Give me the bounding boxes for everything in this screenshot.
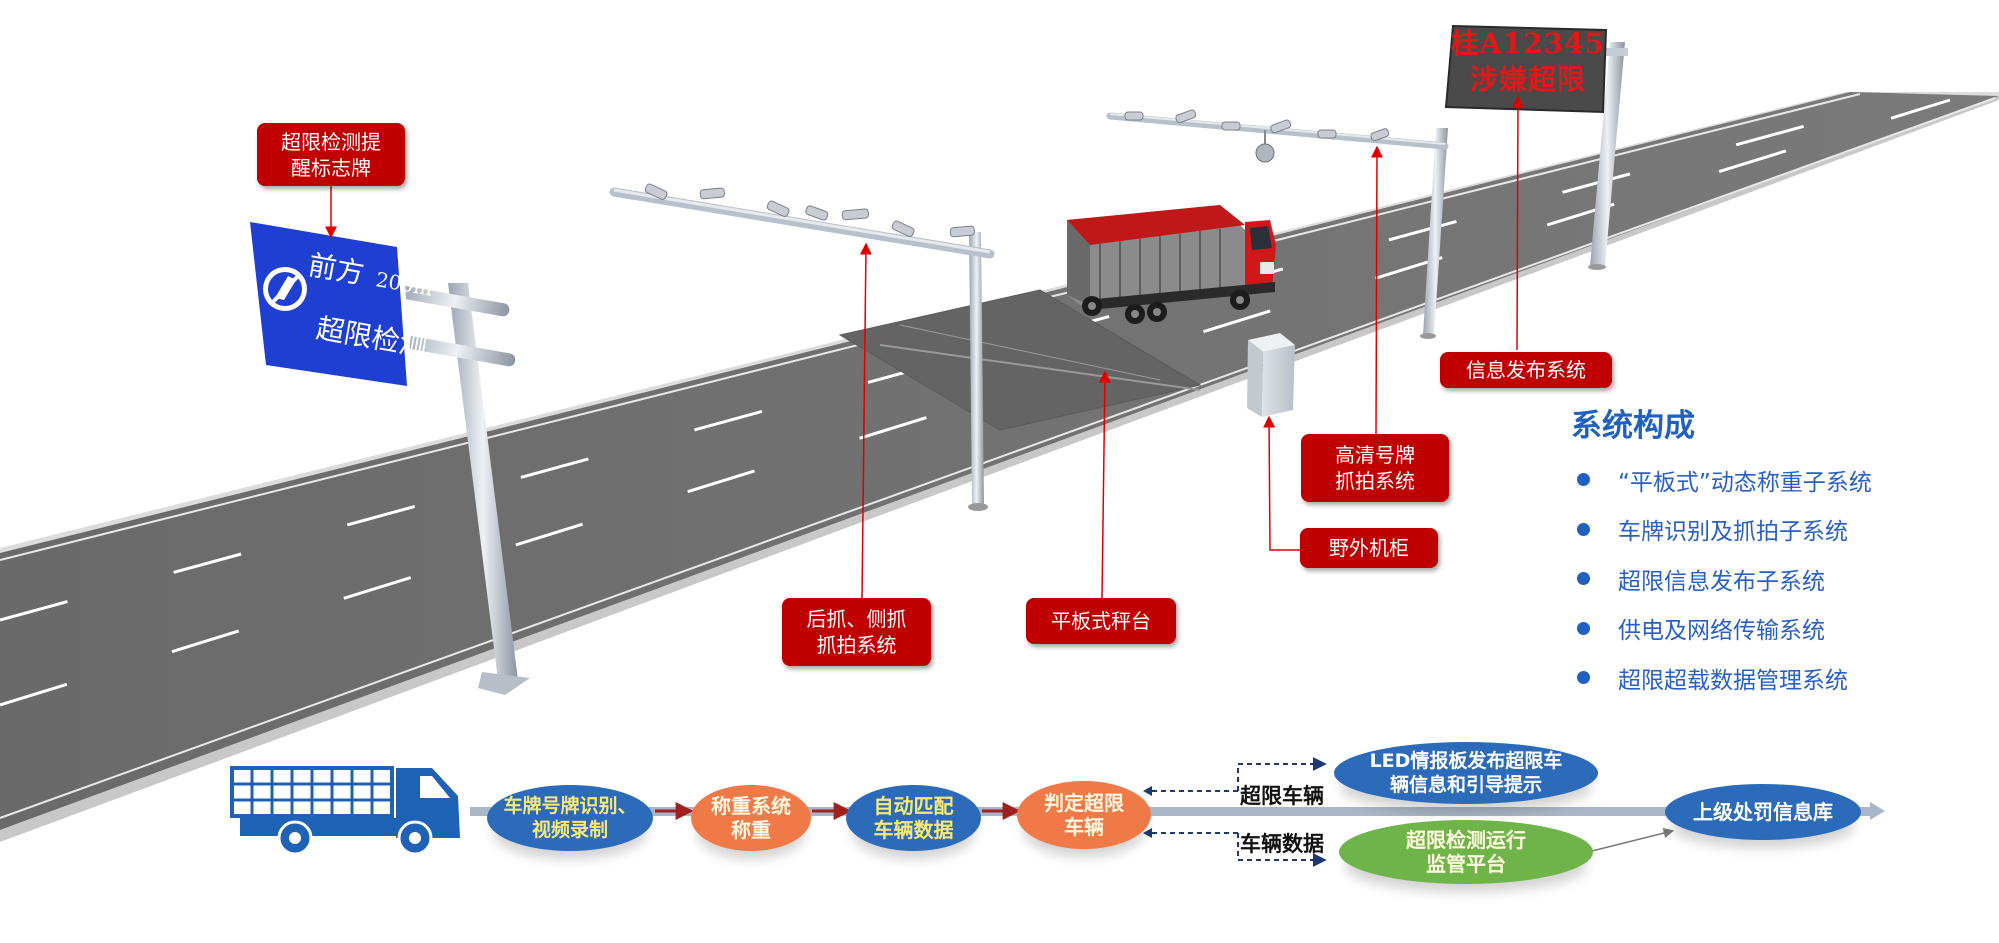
sign-line1: 前方 bbox=[305, 248, 367, 291]
legend-item-label: “平板式”动态称重子系统 bbox=[1618, 469, 1872, 496]
callout-hd-plate-capture: 高清号牌 抓拍系统 bbox=[1301, 434, 1449, 502]
callout-rear-side-capture: 后抓、侧抓 抓拍系统 bbox=[782, 598, 931, 666]
cabinet-icon bbox=[1247, 333, 1295, 417]
truck-illustration bbox=[1067, 205, 1276, 324]
bullet-icon bbox=[1577, 621, 1590, 635]
flow-node-weighing: 称重系统 称重 bbox=[691, 785, 811, 851]
led-board-text: 桂A12345 涉嫌超限 bbox=[1448, 26, 1608, 98]
legend-item: 车牌识别及抓拍子系统 bbox=[1574, 505, 1872, 555]
legend-item-label: 超限超载数据管理系统 bbox=[1618, 667, 1848, 694]
callout-pointers bbox=[325, 95, 1524, 599]
road-sign-icon bbox=[245, 217, 413, 392]
led-line-2: 涉嫌超限 bbox=[1469, 63, 1586, 96]
led-line-1: 桂A12345 bbox=[1450, 27, 1606, 60]
flow-node-auto-match: 自动匹配 车辆数据 bbox=[846, 785, 981, 851]
flow-node-plate-recognition: 车牌号牌识别、 视频录制 bbox=[487, 785, 653, 851]
callout-warning-sign: 超限检测提 醒标志牌 bbox=[257, 123, 405, 186]
legend-item-label: 供电及网络传输系统 bbox=[1618, 618, 1825, 645]
bullet-icon bbox=[1577, 522, 1590, 536]
legend-item: 超限信息发布子系统 bbox=[1574, 554, 1872, 604]
flow-node-supervision-platform: 超限检测运行 监管平台 bbox=[1339, 820, 1593, 884]
bullet-icon bbox=[1577, 572, 1590, 586]
callout-info-release: 信息发布系统 bbox=[1440, 352, 1612, 388]
sign-distance: 200m bbox=[374, 267, 435, 301]
flow-node-determine-overlimit: 判定超限 车辆 bbox=[1017, 781, 1151, 849]
flow-node-penalty-database: 上级处罚信息库 bbox=[1665, 784, 1861, 840]
legend-item: 供电及网络传输系统 bbox=[1574, 604, 1872, 654]
led-board-icon bbox=[1444, 24, 1628, 270]
flow-node-led-release: LED情报板发布超限车 辆信息和引导提示 bbox=[1334, 742, 1598, 804]
legend-item-label: 车牌识别及抓拍子系统 bbox=[1618, 519, 1848, 546]
branch-label-overlimit: 超限车辆 bbox=[1240, 784, 1324, 808]
legend-item-label: 超限信息发布子系统 bbox=[1618, 568, 1825, 595]
gantry-camera-icon bbox=[609, 183, 995, 511]
sign-pole bbox=[398, 283, 530, 695]
legend-title: 系统构成 bbox=[1571, 408, 1695, 444]
truck-icon bbox=[230, 766, 460, 856]
callout-field-cabinet: 野外机柜 bbox=[1300, 528, 1438, 568]
legend-list: “平板式”动态称重子系统 车牌识别及抓拍子系统 超限信息发布子系统 供电及网络传… bbox=[1574, 455, 1872, 703]
bullet-icon bbox=[1577, 671, 1590, 685]
gantry-camera-front bbox=[1106, 109, 1449, 339]
branch-label-vehicle-data: 车辆数据 bbox=[1240, 832, 1324, 856]
legend-item: “平板式”动态称重子系统 bbox=[1574, 455, 1872, 505]
legend-item: 超限超载数据管理系统 bbox=[1574, 653, 1872, 703]
flow-lines bbox=[470, 757, 1885, 867]
bullet-icon bbox=[1577, 473, 1590, 487]
callout-platform-scale: 平板式秤台 bbox=[1026, 598, 1176, 644]
